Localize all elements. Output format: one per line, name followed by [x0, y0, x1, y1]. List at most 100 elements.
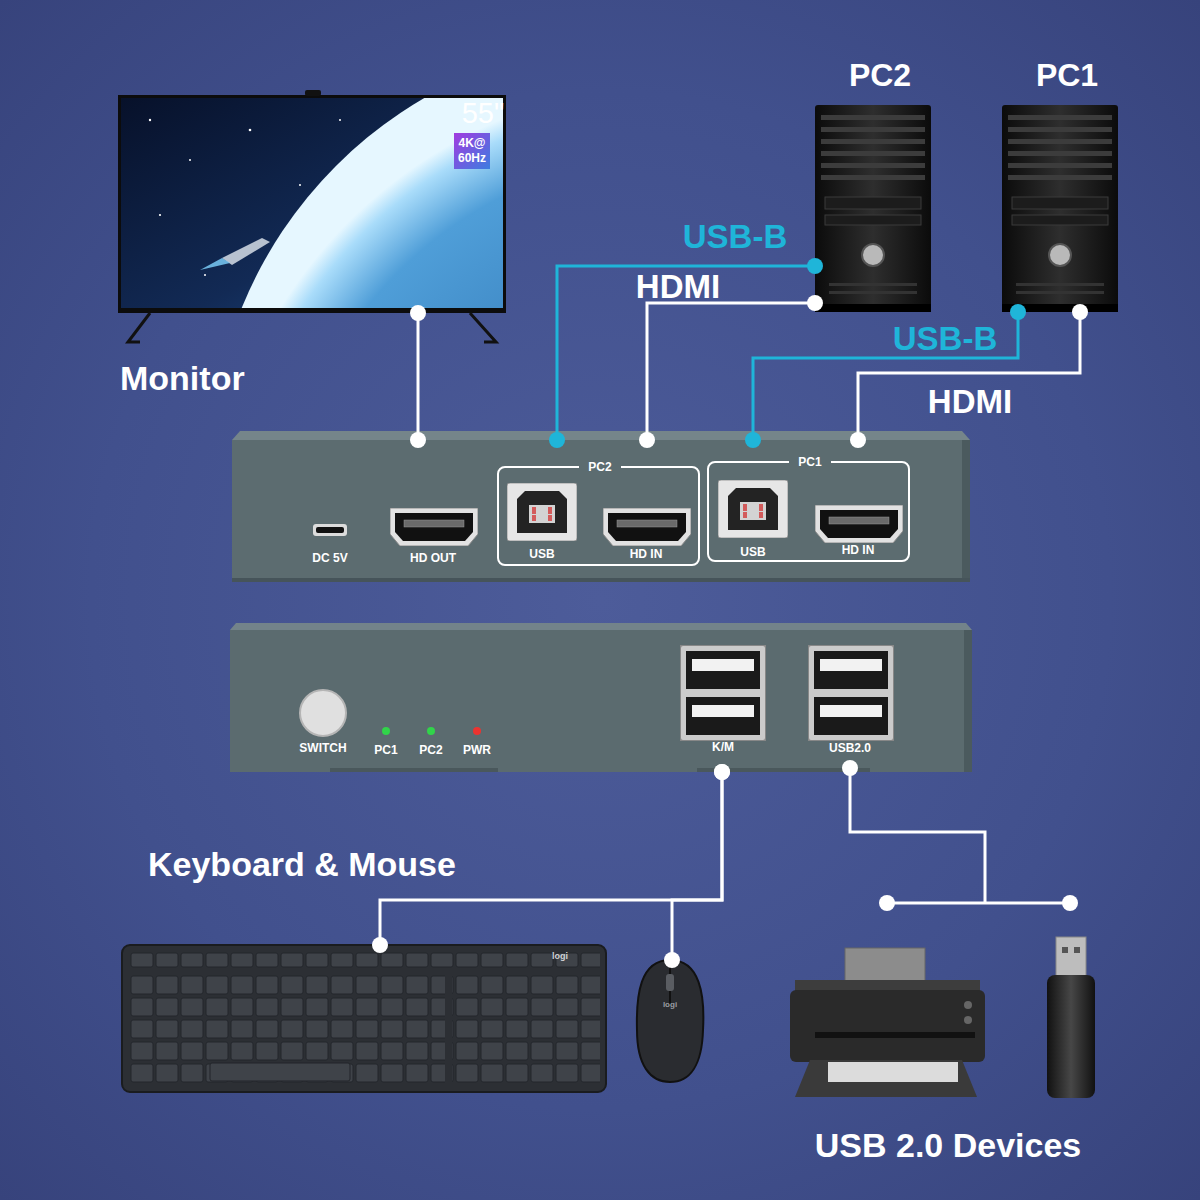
front-panel — [230, 630, 972, 772]
main-keys — [130, 975, 445, 1085]
connector-dot — [807, 295, 823, 311]
star — [299, 184, 301, 186]
hdmi-port — [603, 508, 691, 546]
mouse: logi — [636, 960, 704, 1082]
tv-camera — [305, 90, 321, 96]
scroll-wheel — [666, 974, 674, 991]
led-green — [382, 727, 390, 735]
caption-label: PWR — [457, 744, 497, 758]
tv-leg — [128, 313, 150, 342]
cable-label: HDMI — [850, 383, 1090, 421]
space-bar — [210, 1063, 350, 1081]
node-text: HD OUT — [383, 552, 483, 566]
hdmi-out-port: HD OUT — [383, 440, 483, 568]
usb-b-port — [507, 483, 577, 541]
pc-tower: PC2 — [815, 105, 931, 312]
star — [339, 119, 341, 121]
panel-edge — [232, 578, 970, 582]
node-text: DC 5V — [300, 552, 360, 566]
cable-label: USB-B — [615, 218, 855, 256]
power-port: DC 5V — [300, 515, 360, 567]
hdmi-in-port: HD IN — [598, 440, 694, 565]
cable-label: HDMI — [558, 268, 798, 306]
node-text: 55" — [451, 97, 515, 130]
connector-dot — [807, 258, 823, 274]
paper-sheet — [828, 1062, 958, 1082]
cable — [887, 902, 1070, 905]
cable-dot — [879, 895, 895, 911]
printer-button — [964, 1001, 972, 1009]
star — [189, 159, 191, 161]
hdmi-port — [815, 505, 903, 543]
led-red — [473, 727, 481, 735]
switch-button — [300, 690, 346, 736]
cable-dot — [1062, 895, 1078, 911]
mouse-body — [637, 960, 704, 1082]
panel-tab — [330, 768, 498, 772]
keyboard-body — [122, 945, 606, 1092]
panel-top — [232, 431, 970, 440]
usb-a-port — [808, 645, 894, 741]
cable-dot — [842, 760, 858, 776]
node-text: SWITCH — [288, 742, 358, 756]
connector-dot — [410, 432, 426, 448]
km-port: K/M — [678, 640, 768, 772]
connector-dot — [714, 764, 730, 780]
cable — [850, 768, 985, 903]
caption-label: PC2 — [411, 744, 451, 758]
node-text: PC2 — [579, 460, 621, 474]
node-text: logi — [636, 1000, 704, 1009]
printer-button — [964, 1016, 972, 1024]
node-text: Monitor — [120, 359, 360, 398]
star — [204, 274, 206, 276]
cable-connector — [557, 266, 815, 440]
printer-body — [790, 990, 985, 1062]
star — [149, 119, 151, 121]
node-text: USB — [507, 548, 577, 562]
port-group: PC1USBHD IN — [707, 461, 910, 562]
star — [159, 214, 161, 216]
connector-dot — [549, 432, 565, 448]
pc-tower — [1002, 105, 1118, 312]
node-text: Keyboard & Mouse — [148, 845, 588, 884]
printer-slot — [815, 1032, 975, 1038]
usb-plug-hole — [1074, 947, 1080, 953]
function-keys — [130, 952, 600, 970]
spaceship — [222, 238, 270, 265]
node-text: USB — [718, 546, 788, 560]
connector-dot — [372, 937, 388, 953]
hdmi-port — [390, 508, 478, 546]
connector-dot — [410, 305, 426, 321]
output-tray — [795, 1060, 977, 1097]
usb-b-port: USB — [507, 440, 577, 565]
pc-tower — [815, 105, 931, 312]
back-panel — [232, 440, 970, 582]
usb-stick-body — [1047, 975, 1095, 1098]
node-text: HD IN — [598, 548, 694, 562]
hdmi-in-port: HD IN — [810, 440, 906, 560]
switch-button: SWITCH — [288, 690, 358, 760]
usb-hub-port: USB2.0 — [805, 640, 895, 772]
panel-side — [962, 440, 970, 582]
tv-leg — [470, 313, 496, 342]
usb-b-port — [718, 480, 788, 538]
caption-label: USB 2.0 Devices — [748, 1126, 1148, 1165]
led-green — [427, 727, 435, 735]
node-text: USB2.0 — [805, 742, 895, 756]
node-text: 4K@ 60Hz — [454, 133, 490, 169]
node-text: K/M — [678, 741, 768, 755]
usb-b-port: USB — [718, 440, 788, 560]
cable-connector — [647, 303, 815, 440]
keyboard: Keyboard & Mouselogi — [122, 945, 606, 1092]
connector-dot — [1072, 304, 1088, 320]
usb-plug-hole — [1062, 947, 1068, 953]
planet — [210, 98, 503, 308]
engine-glow — [200, 258, 230, 270]
panel-top — [230, 623, 972, 630]
connector-dot — [714, 764, 730, 780]
node-text: PC1 — [1002, 57, 1132, 94]
pc-tower: PC1 — [1002, 105, 1118, 312]
connector-dot — [664, 952, 680, 968]
